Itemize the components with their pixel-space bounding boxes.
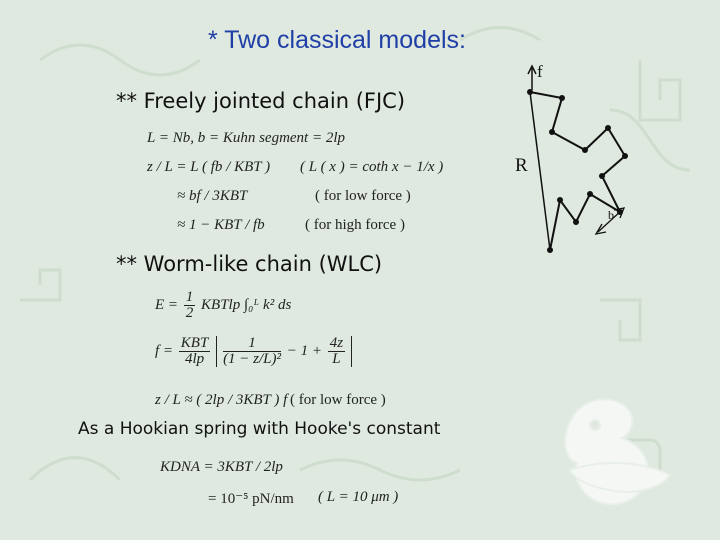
segment-length-label: b <box>608 208 614 222</box>
slide-title: * Two classical models: <box>208 26 466 54</box>
wlc-force-frac-num: KBT <box>178 335 211 352</box>
fjc-langevin-definition: ( L ( x ) = coth x − 1/x ) <box>300 159 444 175</box>
fjc-heading: ** Freely jointed chain (FJC) <box>116 89 406 113</box>
wlc-force-inner-fraction: 1(1 − z/L)² <box>223 336 282 367</box>
wlc-low-force-equation: z / L ≈ ( 2lp / 3KBT ) f <box>155 392 288 408</box>
hooke-note: As a Hookian spring with Hooke's constan… <box>78 419 441 439</box>
hooke-constant-equation: KDNA = 3KBT / 2lp <box>160 459 283 475</box>
wlc-force-middle: − 1 + <box>286 342 323 359</box>
fjc-equation-length: L = Nb, b = Kuhn segment = 2lp <box>147 130 346 146</box>
wlc-energy-prefix: E = <box>155 296 182 313</box>
wlc-energy-frac-den: 2 <box>185 305 194 321</box>
hooke-constant-value: = 10⁻⁵ pN/nm <box>208 491 294 507</box>
hooke-length-condition: ( L = 10 μm ) <box>318 489 399 505</box>
dragon-logo-watermark <box>564 398 672 506</box>
fjc-equation-low-force: ≈ bf / 3KBT <box>177 188 248 204</box>
fjc-condition-low-force: ( for low force ) <box>315 188 411 204</box>
wlc-force-last-num: 4z <box>327 335 346 352</box>
wlc-force-inner-den: (1 − z/L)² <box>223 351 282 367</box>
wlc-energy-frac-num: 1 <box>183 289 196 306</box>
force-label: f <box>537 62 543 81</box>
fjc-condition-high-force: ( for high force ) <box>305 217 405 233</box>
wlc-force-prefix: f = <box>155 342 177 359</box>
fjc-equation-extension: z / L = L ( fb / KBT ) <box>147 159 271 175</box>
wlc-low-force-condition: ( for low force ) <box>290 392 386 408</box>
end-to-end-label: R <box>515 155 528 176</box>
chain-segments <box>529 91 627 251</box>
end-to-end-vector <box>529 91 551 251</box>
wlc-energy-rest: KBTlp ∫₀ᴸ k² ds <box>201 296 292 313</box>
fjc-equation-high-force: ≈ 1 − KBT / fb <box>177 217 265 233</box>
fjc-chain-diagram <box>527 64 628 253</box>
wlc-force-last-den: L <box>332 351 341 367</box>
wlc-heading: ** Worm-like chain (WLC) <box>116 252 383 276</box>
wlc-force-frac-den: 4lp <box>184 351 205 367</box>
wlc-force-inner-num: 1 <box>223 336 282 352</box>
